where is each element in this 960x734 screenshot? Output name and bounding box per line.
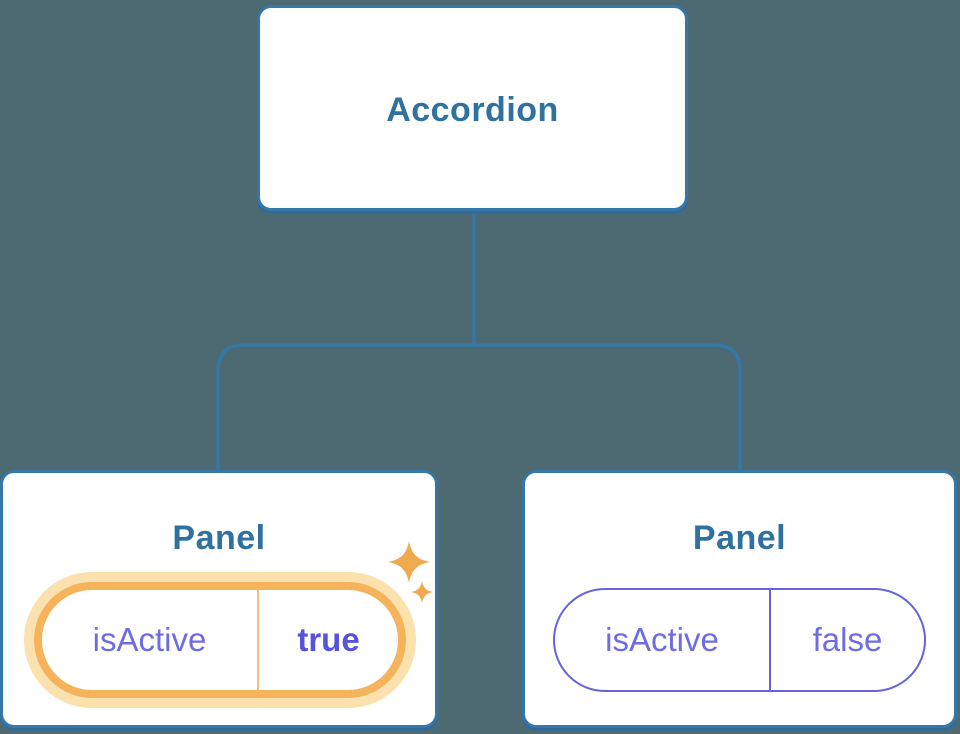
sparkles-icon	[388, 541, 433, 603]
prop-pill-active: isActive true	[34, 582, 406, 698]
prop-value-label: true	[297, 621, 360, 658]
prop-name-label: isActive	[555, 590, 771, 690]
node-panel-inactive: Panel isActive false	[522, 470, 957, 728]
accordion-node-label: Accordion	[386, 91, 559, 129]
panel-active-label: Panel	[172, 519, 266, 557]
connector-branch	[216, 343, 742, 471]
node-panel-active: Panel isActive true	[0, 470, 438, 728]
prop-value-label: false	[812, 621, 883, 658]
prop-name-label: isActive	[42, 590, 259, 690]
panel-inactive-label: Panel	[692, 519, 787, 557]
node-accordion: Accordion	[257, 5, 688, 211]
prop-pill-inactive: isActive false	[553, 588, 926, 692]
